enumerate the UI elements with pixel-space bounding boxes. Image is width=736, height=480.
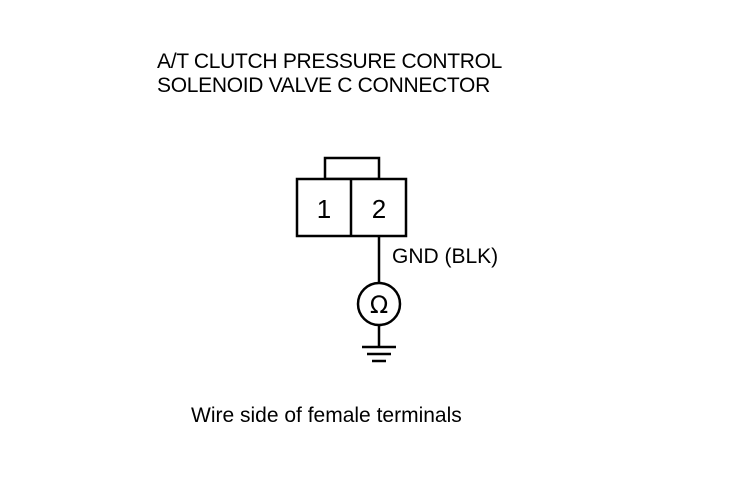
connector-lock-tab xyxy=(323,156,381,181)
ground-icon xyxy=(362,345,396,363)
pin-1-label: 1 xyxy=(317,194,331,224)
title-line-1: A/T CLUTCH PRESSURE CONTROL xyxy=(157,50,503,73)
pin-2-label: 2 xyxy=(372,194,386,224)
diagram-caption: Wire side of female terminals xyxy=(191,404,462,427)
ohm-symbol: Ω xyxy=(370,291,388,319)
connector xyxy=(295,156,408,238)
title-line-2: SOLENOID VALVE C CONNECTOR xyxy=(157,74,490,97)
ohmmeter-icon: Ω xyxy=(356,281,402,327)
wire-label: GND (BLK) xyxy=(392,245,499,268)
diagram-title: A/T CLUTCH PRESSURE CONTROL SOLENOID VAL… xyxy=(157,50,502,98)
